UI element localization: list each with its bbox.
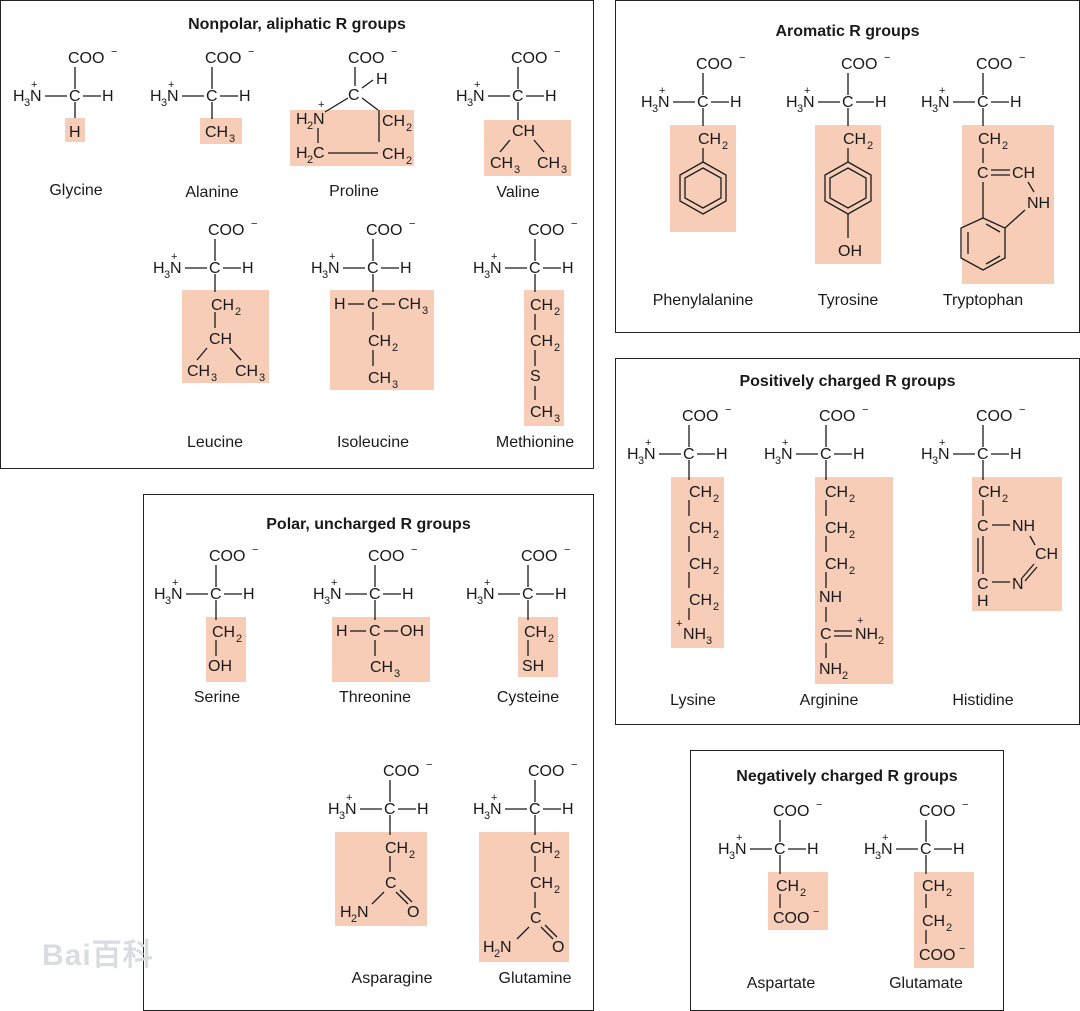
svg-text:2: 2 [307, 120, 313, 132]
amino-acid-label: Methionine [495, 434, 575, 451]
svg-text:H: H [296, 145, 308, 162]
svg-text:2: 2 [494, 948, 500, 960]
svg-text:H: H [376, 71, 388, 88]
amino-acid-label: Cysteine [496, 689, 560, 706]
svg-text:COO: COO [919, 947, 955, 964]
svg-text:C: C [385, 875, 397, 892]
svg-text:3: 3 [706, 635, 712, 647]
panel-title: Positively charged R groups [739, 373, 956, 390]
svg-text:H: H [340, 904, 352, 921]
amino-acid-label: Glycine [49, 182, 103, 199]
svg-text:SH: SH [522, 658, 544, 675]
amino-acid-label: Histidine [952, 692, 1014, 709]
svg-text:H: H [69, 124, 81, 141]
panel-title: Aromatic R groups [775, 23, 920, 40]
amino-acid-label: Threonine [338, 689, 412, 706]
amino-acid-label: Asparagine [351, 970, 433, 987]
panel-nonpolar: Nonpolar, aliphatic R groups [0, 0, 594, 469]
svg-text:H: H [296, 111, 308, 128]
svg-text:2: 2 [878, 635, 884, 647]
amino-acid-label: Valine [496, 184, 540, 201]
svg-text:CH: CH [209, 331, 232, 348]
svg-text:NH: NH [1027, 195, 1050, 212]
svg-text:+: + [857, 615, 863, 627]
svg-text:C: C [369, 623, 381, 640]
amino-acid-label: Glutamine [498, 970, 572, 987]
amino-acid-label: Phenylalanine [652, 292, 754, 309]
svg-text:N: N [357, 904, 369, 921]
svg-text:−: − [391, 46, 397, 58]
panel-title: Polar, uncharged R groups [266, 516, 471, 533]
svg-text:OH: OH [208, 658, 232, 675]
svg-text:N: N [1012, 576, 1024, 593]
watermark-logo: Bai百科 [42, 939, 154, 972]
svg-text:+: + [318, 99, 324, 111]
panel-title: Nonpolar, aliphatic R groups [188, 16, 406, 33]
svg-text:H: H [483, 939, 495, 956]
amino-acid-label: Arginine [799, 692, 859, 709]
svg-text:N: N [313, 111, 325, 128]
svg-text:CH: CH [1012, 165, 1035, 182]
amino-acid-label: Glutamate [889, 975, 963, 992]
svg-text:C: C [367, 296, 379, 313]
svg-text:O: O [407, 904, 419, 921]
amino-acid-label: Aspartate [746, 975, 816, 992]
svg-text:−: − [813, 906, 819, 918]
svg-text:NH: NH [1012, 518, 1035, 535]
svg-text:C: C [977, 576, 989, 593]
svg-text:+: + [676, 618, 682, 630]
amino-acid-label: Tryptophan [942, 292, 1024, 309]
svg-text:−: − [959, 943, 965, 955]
svg-text:OH: OH [838, 243, 862, 260]
amino-acid-label: Alanine [185, 184, 239, 201]
amino-acid-label: Tyrosine [817, 292, 879, 309]
svg-text:C: C [820, 626, 832, 643]
svg-text:OH: OH [400, 623, 424, 640]
svg-text:2: 2 [307, 154, 313, 166]
svg-text:N: N [500, 939, 512, 956]
svg-text:NH: NH [683, 626, 706, 643]
svg-text:CH: CH [1035, 546, 1058, 563]
svg-text:CH: CH [512, 123, 535, 140]
svg-text:2: 2 [842, 670, 848, 682]
svg-text:S: S [530, 368, 541, 385]
svg-text:O: O [552, 939, 564, 956]
svg-text:C: C [348, 87, 360, 104]
svg-text:C: C [977, 165, 989, 182]
svg-text:C: C [313, 145, 325, 162]
svg-text:COO: COO [348, 50, 384, 67]
svg-text:C: C [977, 518, 989, 535]
amino-acid-label: Lysine [670, 692, 716, 709]
svg-text:NH: NH [855, 626, 878, 643]
svg-text:H: H [977, 593, 989, 610]
svg-text:COO: COO [773, 910, 809, 927]
svg-text:NH: NH [819, 661, 842, 678]
svg-text:C: C [530, 910, 542, 927]
amino-acid-label: Isoleucine [336, 434, 410, 451]
svg-text:H: H [336, 623, 348, 640]
svg-text:H: H [334, 296, 346, 313]
svg-text:NH: NH [819, 589, 842, 606]
panel-title: Negatively charged R groups [736, 768, 958, 785]
amino-acid-label: Proline [329, 183, 379, 200]
amino-acid-label: Serine [193, 689, 241, 706]
svg-text:2: 2 [351, 913, 357, 925]
amino-acid-label: Leucine [186, 434, 244, 451]
